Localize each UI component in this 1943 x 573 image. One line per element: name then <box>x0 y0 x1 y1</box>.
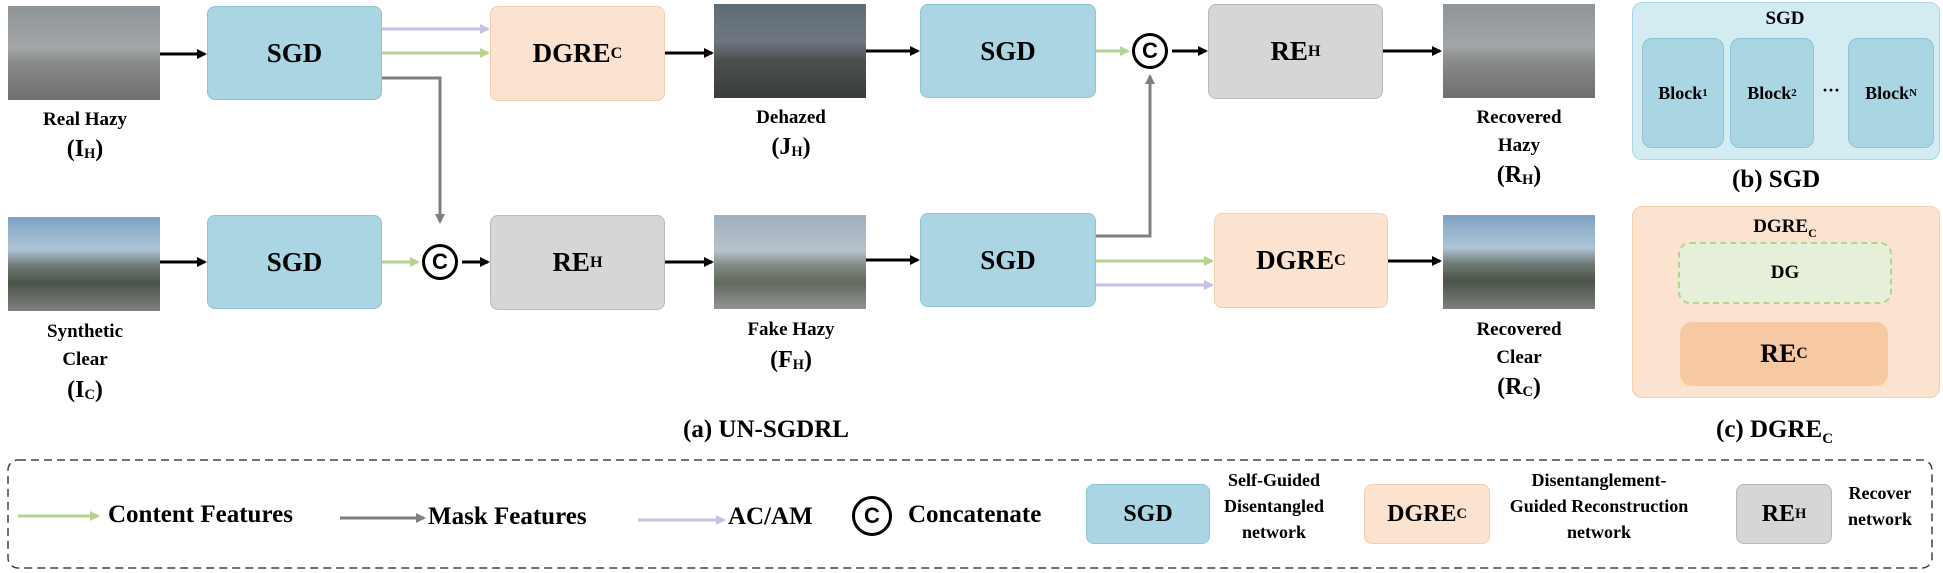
legend-mask-label: Mask Features <box>428 503 587 530</box>
concat-node-bottom: C <box>422 244 458 280</box>
recovered-clear-image <box>1443 215 1595 309</box>
dehazed-label: Dehazed <box>756 107 826 128</box>
arrow-mask-sgd-to-concat <box>382 76 445 224</box>
real-hazy-label: Real Hazy <box>43 109 127 130</box>
dehazed-image <box>714 4 866 98</box>
recovered-hazy-image <box>1443 4 1595 98</box>
legend-concat-icon: C <box>852 496 892 536</box>
fake-hazy-symbol: (FH) <box>770 347 812 374</box>
concat-node-top: C <box>1132 33 1168 69</box>
arrow-mask-sgd-to-concat-top <box>1096 74 1155 238</box>
sgd-node-top-right: SGD <box>920 4 1096 98</box>
sgd-node-bottom-left: SGD <box>207 215 382 309</box>
recovered-hazy-symbol: (RH) <box>1496 162 1542 189</box>
recovered-clear-symbol: (RC) <box>1497 374 1541 401</box>
dg-block: DG <box>1678 242 1892 304</box>
legend-concat-label: Concatenate <box>908 501 1042 528</box>
caption-c: (c) DGREC <box>1716 416 1834 447</box>
sgd-block-ellipsis: ··· <box>1821 80 1840 100</box>
real-hazy-image <box>8 6 160 100</box>
caption-b: (b) SGD <box>1732 166 1821 193</box>
legend-content-label: Content Features <box>108 501 293 528</box>
dehazed-symbol: (JH) <box>771 134 811 161</box>
synthetic-clear-image <box>8 217 160 311</box>
legend-frame <box>7 459 1933 569</box>
synthetic-clear-symbol: (IC) <box>67 377 103 404</box>
dgre-panel-title: DGREC <box>1753 216 1817 240</box>
sgd-panel-title: SGD <box>1765 8 1805 29</box>
fake-hazy-label: Fake Hazy <box>747 319 835 340</box>
sgd-node-bottom-right: SGD <box>920 213 1096 307</box>
legend-acam-label: AC/AM <box>728 503 813 530</box>
sgd-node-top-left: SGD <box>207 6 382 100</box>
fake-hazy-image <box>714 215 866 309</box>
real-hazy-symbol: (IH) <box>66 136 104 163</box>
legend-sgd-box: SGD <box>1086 484 1210 544</box>
caption-a: (a) UN-SGDRL <box>683 416 849 443</box>
